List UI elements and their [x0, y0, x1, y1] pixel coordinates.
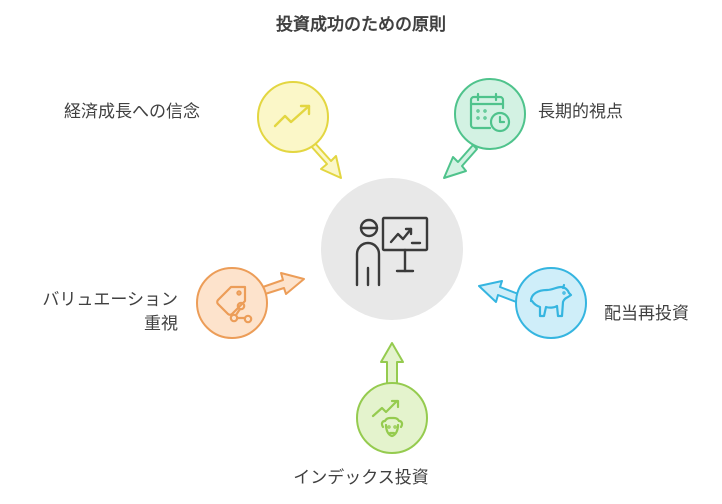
arrow-belief	[309, 141, 342, 179]
arrow-index	[380, 342, 404, 388]
diagram-title: 投資成功のための原則	[276, 15, 446, 35]
arrow-longterm	[443, 144, 478, 179]
label-index: インデックス投資	[293, 468, 429, 488]
bear-icon	[529, 283, 573, 318]
label-value-line1: バリュエーション	[42, 290, 178, 310]
circle-reinvest	[515, 267, 587, 339]
price-tag-icon	[216, 285, 253, 324]
label-longterm: 長期的視点	[538, 102, 623, 122]
label-reinvest: 配当再投資	[604, 304, 689, 324]
circle-value	[196, 267, 268, 339]
label-belief: 経済成長への信念	[64, 102, 200, 122]
label-value-line2: 重視	[144, 314, 178, 334]
calendar-clock-icon	[469, 92, 511, 133]
label-value: バリュエーション 重視	[42, 288, 178, 336]
bull-trend-icon	[371, 399, 404, 438]
presenter-chart-icon	[355, 216, 429, 287]
trend-up-icon	[273, 104, 311, 128]
circle-longterm	[454, 78, 526, 150]
circle-belief	[257, 81, 329, 153]
arrow-reinvest	[478, 280, 522, 304]
arrow-value	[259, 272, 305, 296]
